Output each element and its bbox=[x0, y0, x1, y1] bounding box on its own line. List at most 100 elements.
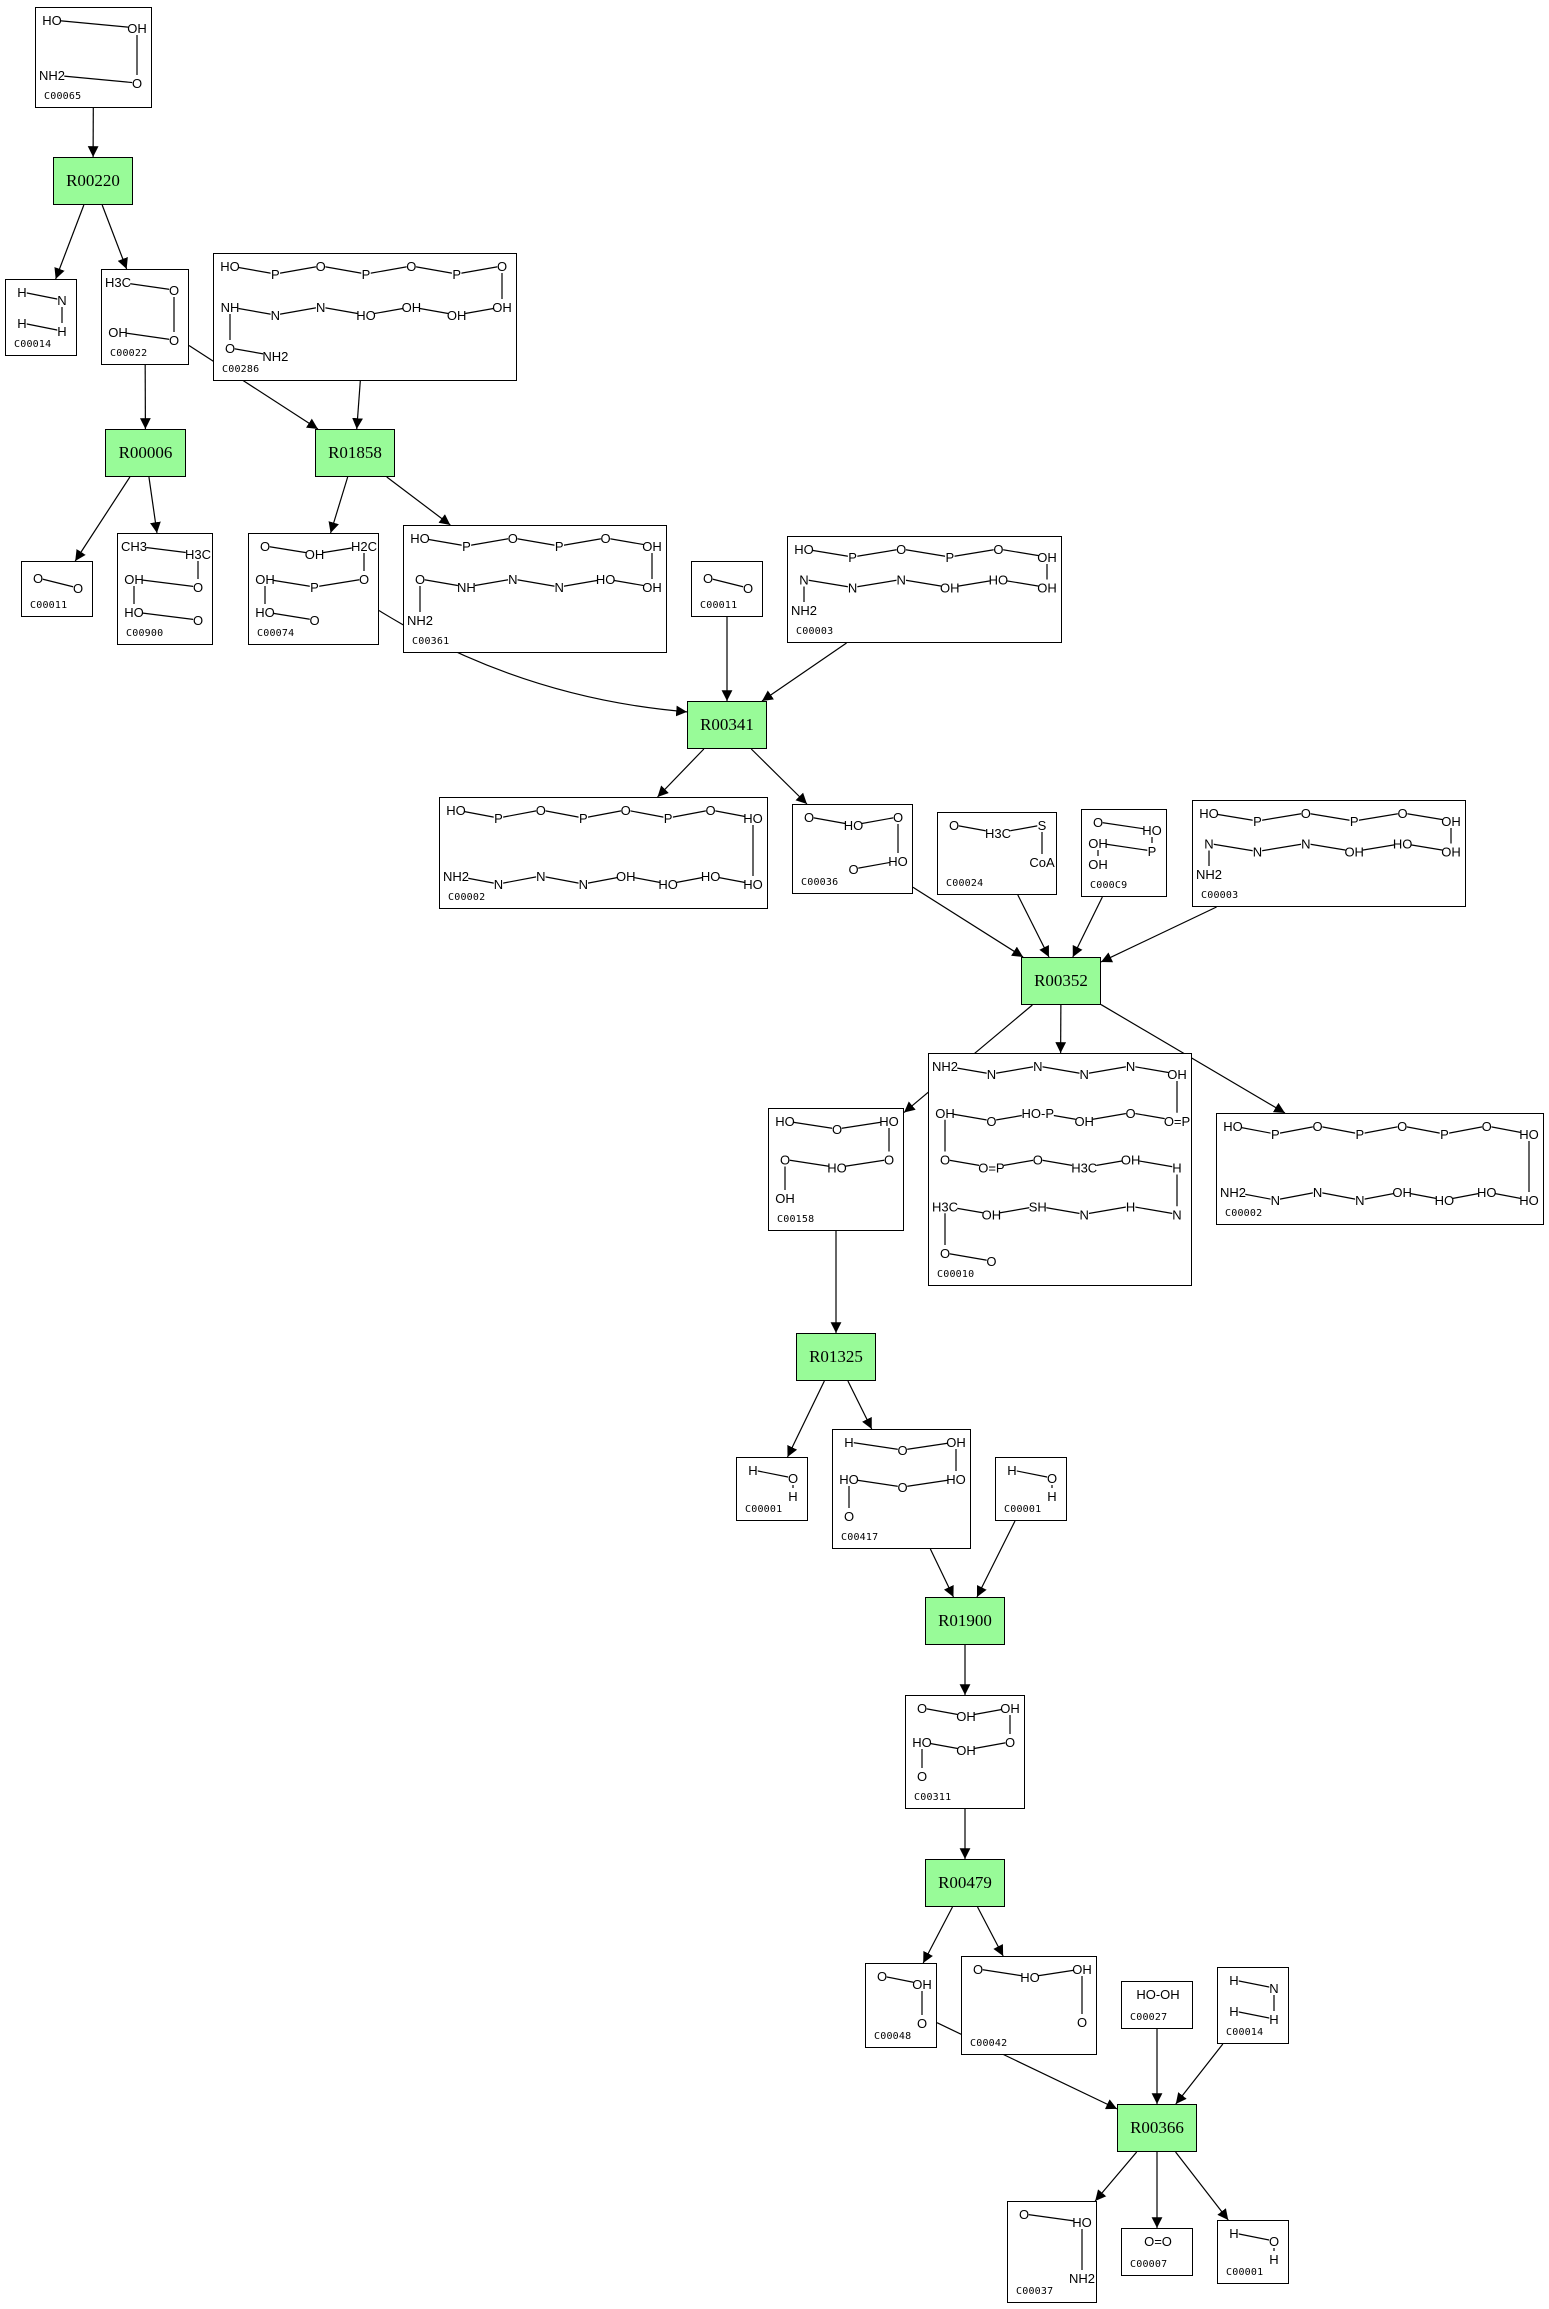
atom-label: O bbox=[1005, 1735, 1015, 1750]
atom-label: OH bbox=[1392, 1185, 1412, 1200]
atom-label: OH bbox=[1074, 1114, 1094, 1129]
edge-R00479-to-c00042 bbox=[977, 1906, 1004, 1957]
atom-label: N bbox=[1080, 1207, 1089, 1222]
atom-label: O bbox=[877, 1969, 887, 1984]
atom-label-bg bbox=[193, 612, 203, 627]
atom-label-bg bbox=[169, 282, 179, 297]
atom-label: O bbox=[536, 803, 546, 818]
atom-label-bg bbox=[788, 1488, 798, 1503]
atom-label: NH bbox=[457, 580, 476, 595]
bond-line bbox=[1023, 2213, 1083, 2223]
reaction-R00479[interactable]: R00479 bbox=[925, 1859, 1005, 1907]
atom-label: S bbox=[1038, 818, 1047, 833]
atom-label-bg bbox=[663, 810, 673, 825]
atom-label-bg bbox=[1349, 813, 1359, 828]
atom-label-bg bbox=[791, 602, 817, 617]
atom-label-bg bbox=[1145, 2233, 1171, 2248]
atom-label: O bbox=[1397, 1119, 1407, 1134]
bond-line bbox=[949, 548, 999, 558]
atom-label-bg bbox=[1301, 835, 1311, 851]
reaction-R00341[interactable]: R00341 bbox=[687, 701, 767, 749]
atom-label-bg bbox=[979, 1159, 1004, 1175]
structure-drawing: HO-OH bbox=[1128, 1986, 1186, 2008]
atom-label: O=P bbox=[1164, 1114, 1190, 1129]
atom-label-bg bbox=[913, 1734, 931, 1749]
atom-label-bg bbox=[985, 825, 1011, 840]
atom-label: HO bbox=[596, 572, 616, 587]
atom-label: O bbox=[1093, 815, 1103, 830]
reaction-R00366[interactable]: R00366 bbox=[1117, 2104, 1197, 2152]
bond-line bbox=[275, 265, 321, 275]
atom-label: HO bbox=[410, 531, 430, 546]
bond-line bbox=[1359, 1125, 1403, 1135]
atom-label-bg bbox=[889, 853, 907, 868]
atom-label-bg bbox=[1089, 835, 1107, 850]
atom-label-bg bbox=[185, 546, 211, 561]
atom-label-bg bbox=[1122, 1151, 1140, 1167]
compound-id: C00158 bbox=[777, 1214, 815, 1225]
atom-label: H bbox=[1229, 2226, 1238, 2241]
atom-label: OH bbox=[108, 325, 128, 340]
atom-label-bg bbox=[121, 538, 147, 553]
atom-label-bg bbox=[493, 299, 511, 314]
reaction-R01858[interactable]: R01858 bbox=[315, 429, 395, 477]
bond-line bbox=[1257, 812, 1306, 822]
atom-label-bg bbox=[947, 1471, 965, 1486]
reaction-R00352[interactable]: R00352 bbox=[1021, 957, 1101, 1005]
atom-label-bg bbox=[705, 802, 716, 817]
atom-label-bg bbox=[1252, 813, 1263, 828]
atom-label: OH bbox=[940, 581, 960, 596]
atom-label: N bbox=[555, 580, 564, 595]
atom-label: O bbox=[940, 1246, 950, 1261]
atom-label-bg bbox=[407, 612, 433, 627]
reaction-R01900[interactable]: R01900 bbox=[925, 1597, 1005, 1645]
atom-label-bg bbox=[659, 876, 677, 891]
atom-label: N bbox=[987, 1067, 996, 1082]
atom-label-bg bbox=[748, 1462, 758, 1477]
reaction-R00006[interactable]: R00006 bbox=[105, 429, 186, 477]
atom-label-bg bbox=[896, 541, 906, 556]
atom-label-bg bbox=[1125, 1104, 1136, 1120]
reaction-R00220[interactable]: R00220 bbox=[53, 157, 133, 205]
atom-label-bg bbox=[828, 1159, 846, 1175]
atom-label-bg bbox=[1089, 856, 1107, 871]
atom-label: P bbox=[271, 267, 280, 282]
atom-label: H bbox=[1229, 1973, 1238, 1988]
reaction-R01325[interactable]: R01325 bbox=[796, 1333, 876, 1381]
atom-label: HO bbox=[1519, 1193, 1539, 1208]
bond-line bbox=[466, 537, 513, 547]
atom-label-bg bbox=[1001, 1700, 1019, 1715]
